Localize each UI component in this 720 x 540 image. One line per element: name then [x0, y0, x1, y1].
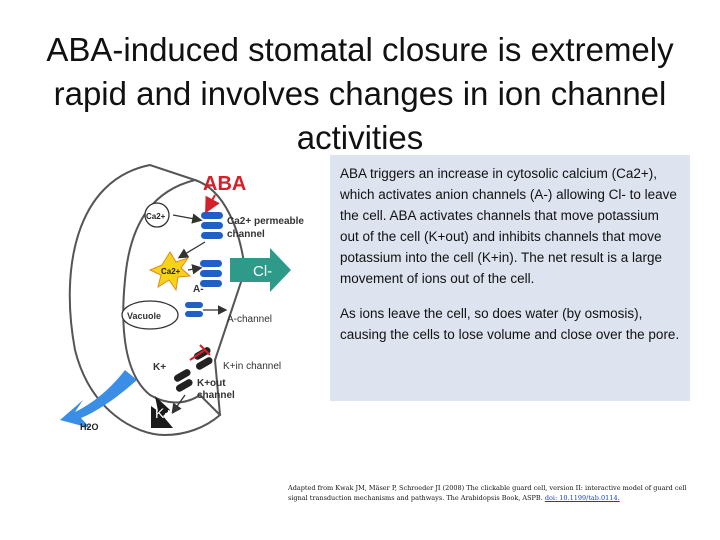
vacuole-channel [185, 302, 203, 317]
cl-label: Cl- [253, 263, 272, 280]
explanation-paragraph-2: As ions leave the cell, so does water (b… [340, 303, 680, 345]
ca-permeable-channel [201, 212, 223, 239]
k-out-channel [173, 368, 194, 393]
k-out-channel-label-2: channel [197, 390, 235, 401]
aba-label: ABA [203, 173, 246, 195]
citation-doi-link[interactable]: doi: 10.1199/tab.0114. [545, 494, 620, 502]
a-minus-label: A- [193, 284, 204, 295]
anion-channel-label: A-channel [227, 314, 272, 325]
explanation-box: ABA triggers an increase in cytosolic ca… [330, 155, 690, 401]
vacuole-label: Vacuole [127, 311, 161, 321]
ca-channel-label-2: channel [227, 229, 265, 240]
anion-channel [200, 260, 222, 287]
k-in-channel-label: K+in channel [223, 361, 281, 372]
k-out-channel-label-1: K+out [197, 378, 226, 389]
guard-cell-diagram: ABA Ca2+ Ca2+ permeable channel Ca2+ A- … [55, 160, 325, 440]
water-label: H2O [80, 422, 99, 432]
ca-mid-label: Ca2+ [161, 267, 181, 276]
ca-channel-label-1: Ca2+ permeable [227, 216, 304, 227]
k-arrow-label: K+ [155, 405, 173, 421]
explanation-paragraph-1: ABA triggers an increase in cytosolic ca… [340, 163, 680, 289]
k-plus-left-label: K+ [153, 362, 166, 373]
ca-top-label: Ca2+ [146, 212, 166, 221]
slide-title: ABA-induced stomatal closure is extremel… [20, 28, 700, 160]
citation: Adapted from Kwak JM, Mäser P, Schroeder… [288, 483, 708, 503]
citation-text: Adapted from Kwak JM, Mäser P, Schroeder… [288, 484, 686, 502]
